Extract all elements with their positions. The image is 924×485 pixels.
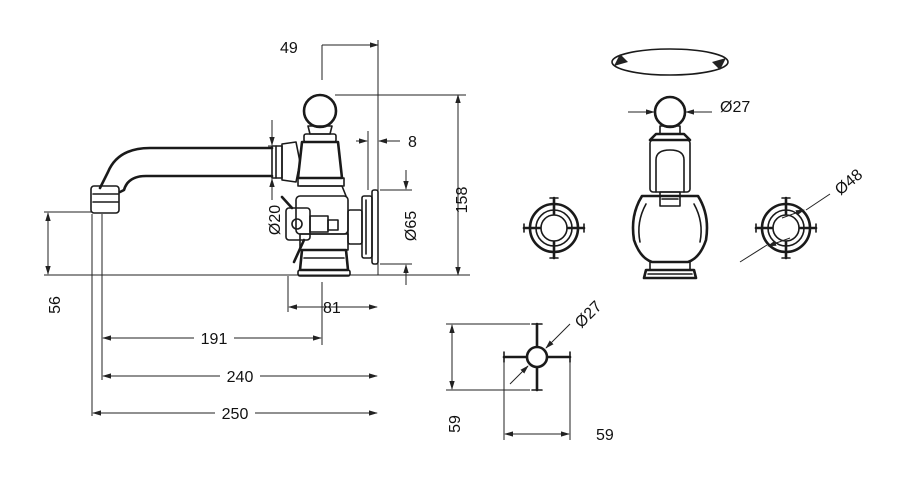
knob	[302, 93, 338, 129]
left-handle	[522, 196, 586, 260]
front-view: Ø27 Ø48	[522, 48, 866, 280]
front-knob	[653, 95, 687, 129]
dim-handle-59-height-label: 59	[447, 415, 464, 433]
dim-65-label: Ø65	[403, 211, 420, 241]
dim-240-label: 240	[227, 369, 254, 386]
dim-handle-59-width-label: 59	[596, 427, 614, 444]
side-view: 49 158 8 Ø65 Ø20 56 81	[44, 40, 471, 423]
front-body	[631, 95, 709, 280]
wall-plate	[347, 189, 379, 265]
rotation-arrow-icon	[611, 48, 729, 76]
dim-rosette-48-label: Ø48	[832, 166, 866, 199]
side-handle	[280, 195, 339, 264]
dim-250-label: 250	[222, 406, 249, 423]
dim-handle-27-label: Ø27	[572, 298, 605, 331]
spout	[90, 141, 301, 214]
dim-56-label: 56	[47, 296, 64, 314]
dim-20-label: Ø20	[267, 205, 284, 235]
dim-81-label: 81	[323, 300, 341, 317]
valve-body	[295, 93, 351, 277]
dim-191-label: 191	[201, 331, 228, 348]
dim-knob-27-label: Ø27	[720, 99, 750, 116]
dim-158-label: 158	[454, 187, 471, 214]
right-handle	[754, 196, 818, 260]
dim-8-label: 8	[408, 134, 417, 151]
handle-top-view: Ø27 59 59	[446, 298, 614, 444]
dim-49-label: 49	[280, 40, 298, 57]
